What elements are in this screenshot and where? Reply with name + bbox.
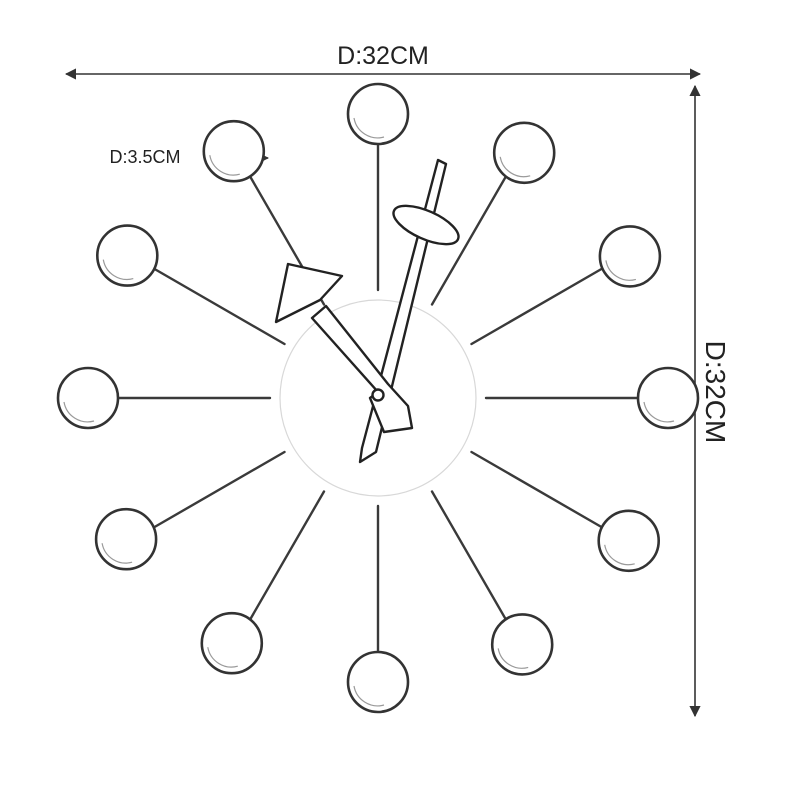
ball-11 [202,119,266,183]
rod-1 [430,169,511,306]
ball-shade-7 [207,647,238,668]
rod-2 [470,265,607,346]
height-dimension: D:32CM [689,84,731,718]
ball-shade-8 [101,543,133,564]
rod-8 [149,450,286,531]
rod-5 [430,490,511,627]
rod-7 [245,490,326,627]
hour-hand-arrowhead [274,262,344,324]
ball-shade-2 [605,260,637,281]
ball-shade-3 [643,401,675,423]
clock-center-pin [371,388,385,402]
ball-shade-9 [63,401,95,423]
ball-shade-11 [209,155,240,176]
rod-4 [470,450,607,531]
ball-shade-5 [497,648,529,669]
ball-12 [346,82,410,146]
ball-6 [346,650,410,714]
ball-shade-10 [102,259,134,281]
rod-10 [149,265,286,346]
ball-diameter-label: D:3.5CM [109,147,180,167]
ball-2 [598,225,662,288]
ball-shade-1 [499,156,531,178]
ball-3 [636,366,700,430]
clock-balls [56,82,700,714]
ball-1 [492,121,556,185]
height-dimension-label: D:32CM [700,341,731,444]
ball-9 [56,366,120,430]
ball-shade-6 [353,685,385,707]
width-dimension-label: D:32CM [337,42,429,70]
clock-rods [114,134,642,662]
ball-10 [96,224,159,287]
ball-7 [200,611,264,675]
ball-shade-12 [353,117,385,139]
ball-8 [94,507,158,571]
ball-4 [597,509,661,573]
ball-5 [490,613,554,676]
minute-hand-counterweight [392,204,460,246]
ball-shade-4 [604,544,635,566]
width-dimension: D:32CM [64,42,702,80]
